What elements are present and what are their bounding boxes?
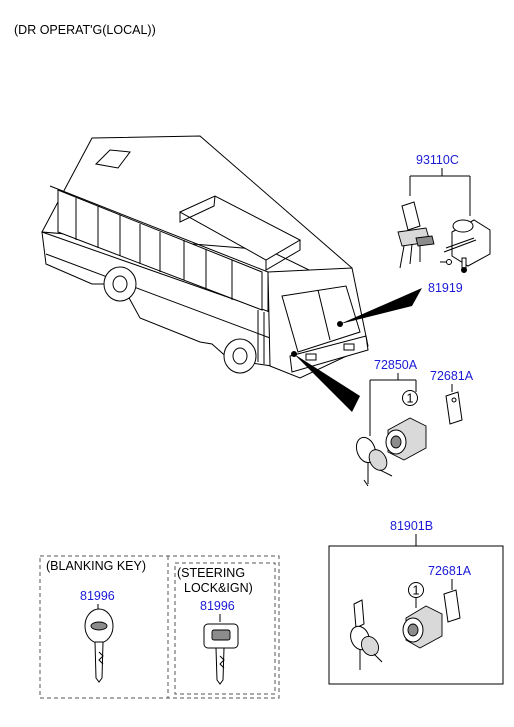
door-lock-cylinder — [443, 219, 491, 267]
tag-72681A-top — [445, 391, 463, 425]
steering-key-box — [174, 562, 276, 695]
tag-72681A-box — [443, 589, 461, 623]
steering-label-line2: LOCK&IGN) — [184, 581, 253, 595]
bracket-72850A — [369, 373, 417, 436]
steering-key — [203, 623, 239, 685]
part-label-81919: 81919 — [428, 281, 463, 295]
part-label-72681A-box: 72681A — [428, 564, 472, 578]
blanking-key — [84, 608, 114, 683]
box-keys — [350, 599, 383, 670]
bus-illustration — [41, 135, 369, 379]
steering-label-line1: (STEERING — [177, 566, 245, 580]
box-cylinder — [402, 605, 443, 649]
bracket-93110C — [409, 168, 471, 216]
screw-81919 — [440, 257, 467, 273]
ignition-cylinder — [385, 417, 427, 461]
part-label-81996-blank: 81996 — [80, 589, 115, 603]
part-label-81901B: 81901B — [390, 519, 433, 533]
box-81901B — [328, 545, 504, 685]
leader-wedge-ignition — [294, 354, 360, 412]
ignition-keys — [355, 436, 393, 487]
part-label-72850A: 72850A — [374, 358, 418, 372]
key-group-box — [39, 555, 280, 699]
door-lock-keys — [397, 201, 435, 269]
part-label-93110C: 93110C — [416, 153, 459, 167]
page-title: (DR OPERAT'G(LOCAL)) — [14, 23, 156, 37]
blanking-key-label: (BLANKING KEY) — [46, 559, 146, 573]
part-label-81996-steer: 81996 — [200, 599, 235, 613]
svg-text:1: 1 — [413, 584, 420, 598]
part-label-72681A-top: 72681A — [430, 369, 474, 383]
callout-1-top: 1 — [402, 390, 418, 406]
svg-text:1: 1 — [407, 392, 414, 406]
leader-wedge-door-lock — [340, 288, 422, 324]
callout-1-box: 1 — [408, 582, 424, 598]
